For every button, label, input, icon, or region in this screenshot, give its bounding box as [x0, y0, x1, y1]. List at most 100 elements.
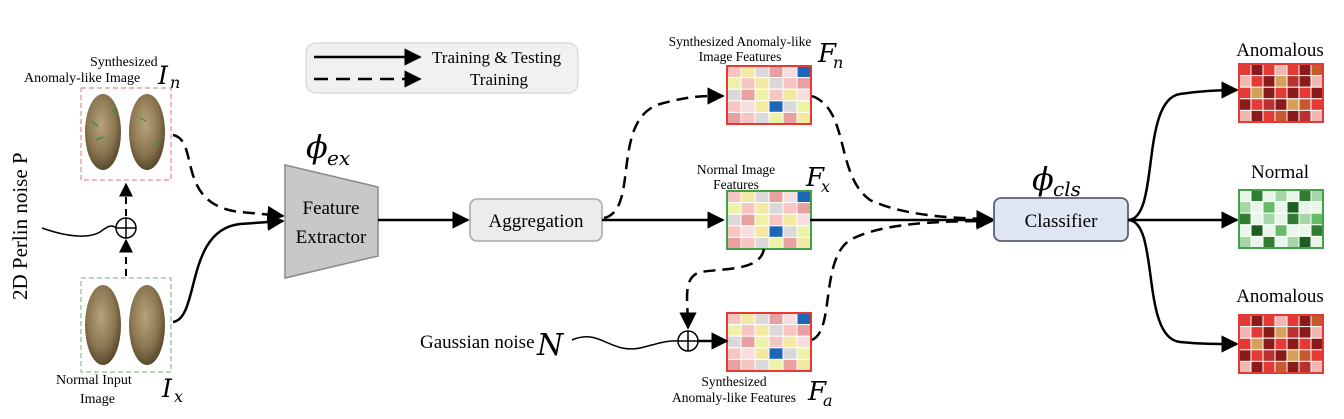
grid-cell [1298, 75, 1312, 88]
grid-cell [726, 225, 742, 238]
grid-cell [1298, 189, 1312, 203]
grid-cell [1238, 75, 1252, 88]
extractor-label-1: Feature [303, 198, 360, 219]
grid-cell [1262, 189, 1276, 203]
grid-cell [1250, 86, 1264, 100]
grid-cell [1286, 235, 1300, 249]
classifier: ϕ cls Classifier [993, 160, 1129, 242]
grid-cell [1262, 63, 1276, 77]
normal-output-grid [1238, 189, 1324, 249]
grid-cell [1274, 349, 1288, 362]
grid-cell [1262, 349, 1276, 362]
normal-image-subscript: x [174, 387, 183, 406]
grid-cell [754, 111, 770, 125]
grid-cell [1250, 326, 1264, 339]
grid-cell [768, 77, 784, 90]
grid-cell [1286, 98, 1300, 111]
grid-cell [1250, 235, 1264, 249]
grid-cell [1310, 337, 1324, 351]
grid-cell [754, 190, 770, 204]
classifier-to-anomalous-top-arrow [1127, 81, 1239, 222]
grid-cell [1310, 326, 1324, 339]
grid-cell [796, 202, 812, 215]
grid-cell [796, 100, 812, 113]
synth-image-frame [80, 87, 172, 181]
perlin-wave [41, 225, 117, 237]
grid-cell [754, 335, 770, 349]
grid-cell [726, 77, 742, 90]
grid-cell [782, 65, 798, 79]
grid-cell [1238, 98, 1252, 111]
grid-cell [740, 65, 756, 79]
grid-cell [726, 324, 742, 337]
grid-cell [782, 312, 798, 326]
grid-cell [1250, 360, 1264, 374]
gaussian-wave [571, 336, 679, 350]
grid-cell [1286, 337, 1300, 351]
grid-cell [726, 100, 742, 113]
grid-cell [1262, 109, 1276, 123]
grid-cell [740, 202, 756, 215]
grid-cell [1238, 314, 1252, 328]
classifier-to-anomalous-bottom-arrow [1127, 218, 1239, 353]
grid-cell [726, 335, 742, 349]
grid-cell [796, 335, 812, 349]
grid-cell [1286, 212, 1300, 226]
extractor-label-2: Extractor [296, 227, 367, 248]
anomalous-output-grid-top [1238, 63, 1324, 123]
grid-cell [1298, 349, 1312, 362]
grid-cell [1250, 212, 1264, 226]
grid-cell [1238, 326, 1252, 339]
grid-cell [1286, 63, 1300, 77]
grid-cell [796, 358, 812, 372]
grid-cell [1262, 337, 1276, 351]
normal-features-label-2: Features [713, 177, 759, 192]
grid-cell [754, 213, 770, 227]
grid-cell [1250, 189, 1264, 203]
grid-cell [768, 111, 784, 125]
grid-cell [1274, 86, 1288, 100]
grid-cell [782, 347, 798, 360]
grid-cell [1310, 349, 1324, 362]
grid-cell [1250, 98, 1264, 111]
output-bottom-label: Anomalous [1236, 286, 1324, 307]
grid-cell [1298, 212, 1312, 226]
grid-cell [1298, 360, 1312, 374]
anomaly-top-label-2: Image Features [699, 49, 782, 64]
grid-cell [740, 225, 756, 238]
anomaly-top-subscript: n [833, 53, 843, 72]
grid-cell [782, 202, 798, 215]
grid-cell [740, 190, 756, 204]
grid-cell [1310, 109, 1324, 123]
grid-frame [1238, 189, 1324, 249]
normal-features-subscript: x [821, 177, 830, 196]
grid-cell [1250, 224, 1264, 237]
synthesized-image: Synthesized Anomaly-like Image I n [24, 55, 180, 181]
anomaly-feature-grid-top [726, 65, 812, 125]
grid-cell [782, 88, 798, 102]
grid-cell [754, 358, 770, 372]
grid-cell [768, 65, 784, 79]
grid-cell [1274, 314, 1288, 328]
anomaly-bottom-label-1: Synthesized [701, 374, 766, 389]
grid-cell [1286, 349, 1300, 362]
grid-cell [740, 312, 756, 326]
anomaly-bottom-symbol: F [807, 377, 827, 407]
grid-cell [796, 236, 812, 250]
grid-cell [782, 324, 798, 337]
normal-features-symbol: F [805, 163, 825, 193]
grid-cell [740, 324, 756, 337]
grid-cell [1298, 86, 1312, 100]
classifier-label: Classifier [1025, 211, 1098, 232]
output-middle-label: Normal [1251, 162, 1309, 183]
grid-cell [1310, 63, 1324, 77]
normal-image-label-1: Normal Input [56, 373, 132, 388]
grid-cell [1286, 314, 1300, 328]
grid-cell [754, 77, 770, 90]
grid-cell [768, 358, 784, 372]
grain-right-icon [129, 285, 165, 365]
grid-cell [754, 88, 770, 102]
grid-cell [726, 190, 742, 204]
grid-frame [1238, 314, 1324, 374]
